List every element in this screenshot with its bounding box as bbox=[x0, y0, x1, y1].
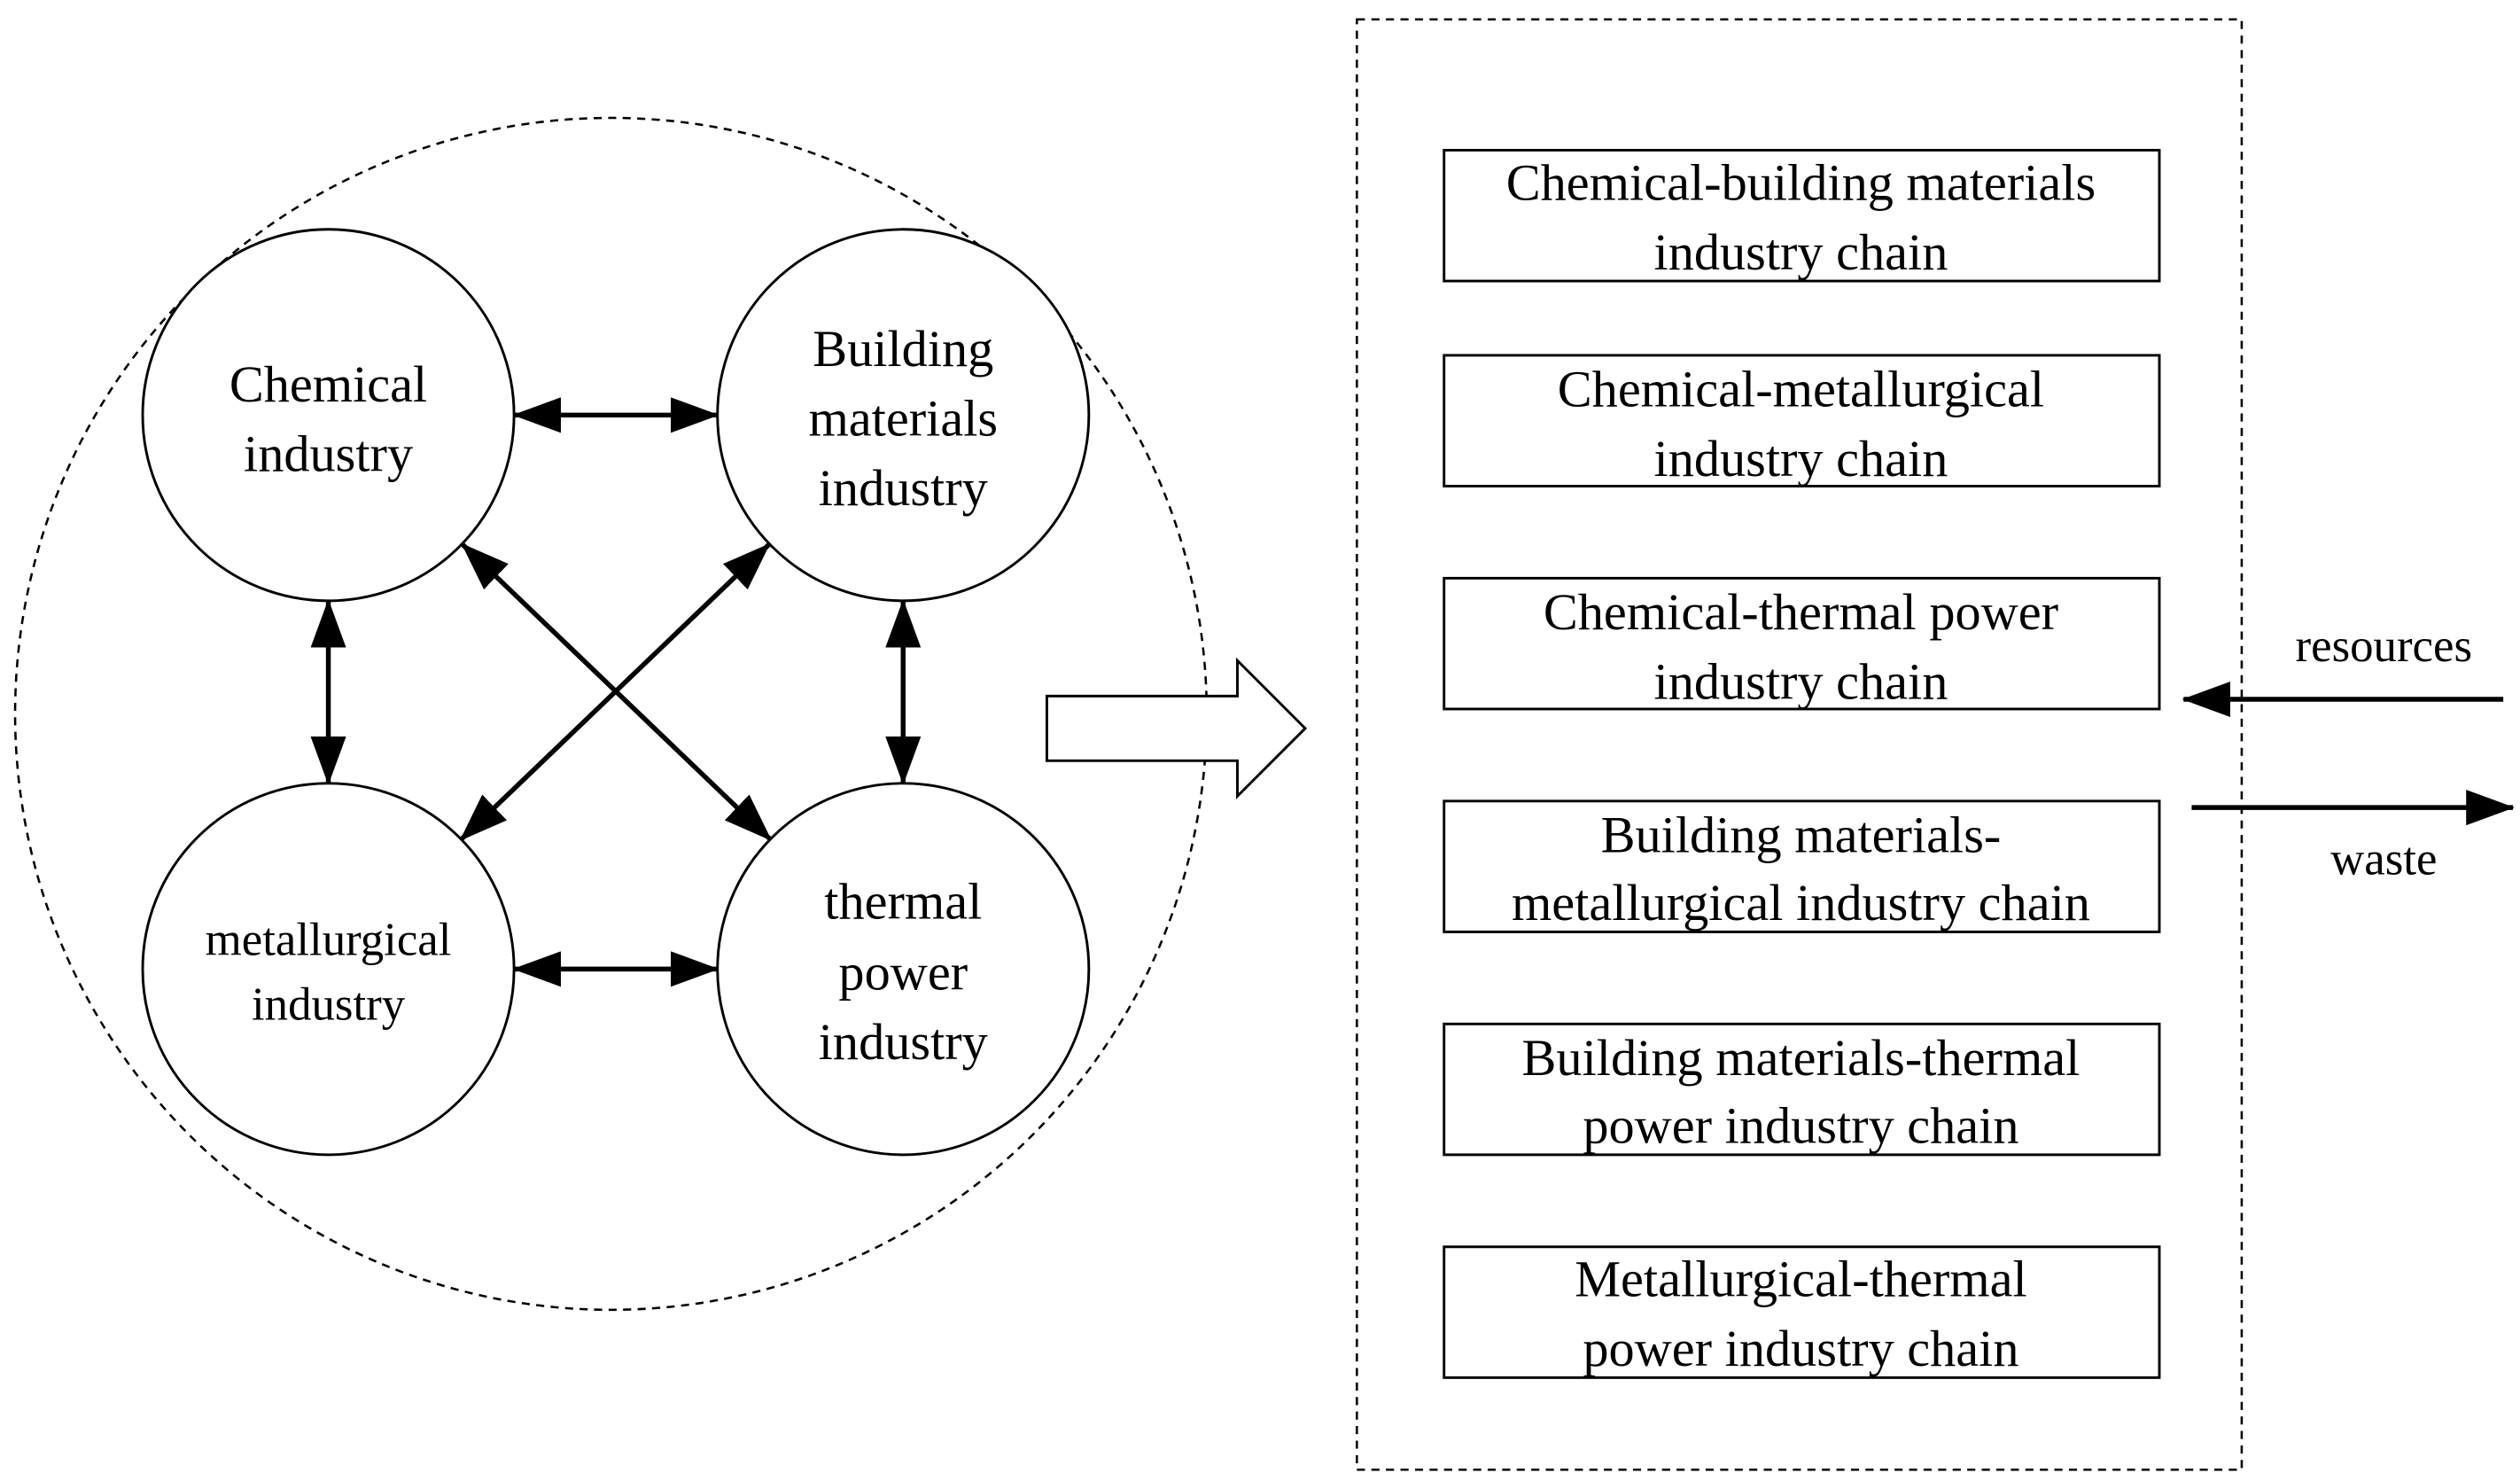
chain-label-line: power industry chain bbox=[1583, 1097, 2018, 1155]
waste-label: waste bbox=[2330, 833, 2437, 885]
chain-box-frame bbox=[1443, 1245, 2161, 1379]
node-circle bbox=[716, 228, 1091, 603]
chain-label-line: Chemical-thermal power bbox=[1544, 583, 2058, 641]
chain-label-line: Metallurgical-thermal bbox=[1575, 1251, 2026, 1308]
node-label-line: Building bbox=[813, 320, 993, 378]
node-circle bbox=[141, 782, 516, 1157]
node-building-materials-industry: Building materials industry bbox=[716, 228, 1091, 603]
chain-label-line: industry chain bbox=[1653, 430, 1948, 487]
chain-box: Building materials-thermal power industr… bbox=[1443, 1022, 2161, 1157]
node-label-line: industry bbox=[819, 459, 988, 517]
node-thermal-power-industry: thermal power industry bbox=[716, 782, 1091, 1157]
transition-arrow bbox=[1046, 657, 1308, 799]
node-label-line: Chemical bbox=[229, 355, 427, 413]
node-label-line: industry bbox=[819, 1013, 988, 1071]
industry-chain-panel: Chemical-building materials industry cha… bbox=[1356, 18, 2244, 1471]
chain-label-line: Chemical-metallurgical bbox=[1558, 361, 2044, 418]
resources-inflow: resources bbox=[2182, 620, 2504, 718]
node-chemical-industry: Chemical industry bbox=[141, 228, 516, 603]
node-label-line: metallurgical bbox=[206, 915, 452, 966]
chain-box-frame bbox=[1443, 576, 2161, 711]
chain-box-frame bbox=[1443, 799, 2161, 933]
link-building-metallurgical bbox=[459, 542, 771, 842]
chain-box-frame bbox=[1443, 149, 2161, 283]
node-label-line: power bbox=[838, 943, 968, 1001]
node-label-line: industry bbox=[244, 425, 413, 483]
node-label-line: thermal bbox=[824, 872, 982, 930]
chain-box-frame bbox=[1443, 1022, 2161, 1157]
chain-box: Chemical-thermal power industry chain bbox=[1443, 576, 2161, 711]
node-label-line: industry bbox=[252, 978, 406, 1030]
chain-box: Building materials- metallurgical indust… bbox=[1443, 799, 2161, 933]
industry-cluster: Chemical industry Building materials ind… bbox=[13, 116, 1209, 1312]
chain-label-line: Chemical-building materials bbox=[1506, 153, 2096, 211]
node-label-line: materials bbox=[808, 389, 998, 447]
waste-outflow: waste bbox=[2191, 790, 2515, 885]
chain-box: Metallurgical-thermal power industry cha… bbox=[1443, 1245, 2161, 1379]
chain-box: Chemical-metallurgical industry chain bbox=[1443, 354, 2161, 487]
chain-panel-boundary bbox=[1356, 18, 2244, 1471]
chain-label-line: power industry chain bbox=[1583, 1320, 2018, 1377]
node-circle bbox=[716, 782, 1091, 1157]
chain-box: Chemical-building materials industry cha… bbox=[1443, 149, 2161, 283]
chain-label-line: Building materials- bbox=[1601, 807, 2002, 864]
chain-label-line: industry chain bbox=[1653, 652, 1948, 710]
chain-label-line: Building materials-thermal bbox=[1522, 1029, 2081, 1087]
chain-box-frame bbox=[1443, 354, 2161, 487]
resources-label: resources bbox=[2296, 620, 2472, 672]
node-metallurgical-industry: metallurgical industry bbox=[141, 782, 516, 1157]
chain-label-line: industry chain bbox=[1653, 223, 1948, 281]
node-circle bbox=[141, 228, 516, 603]
chain-label-line: metallurgical industry chain bbox=[1512, 874, 2090, 931]
